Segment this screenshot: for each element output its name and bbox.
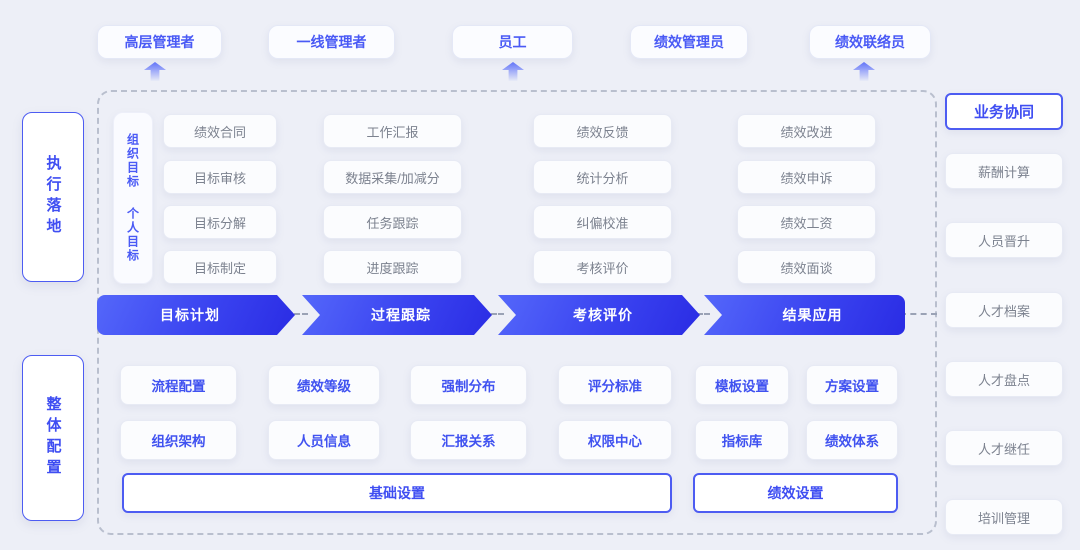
config-scheme-settings: 方案设置 <box>806 365 898 405</box>
role-chip-line-manager: 一线管理者 <box>268 25 395 59</box>
goal-label-box: 组织目标 个人目标 <box>113 112 153 284</box>
flow-stage-assessment: 考核评价 <box>498 295 700 335</box>
module-data-collection: 数据采集/加减分 <box>323 160 462 194</box>
role-chip-performance-admin: 绩效管理员 <box>630 25 748 59</box>
collab-item-talent-inventory: 人才盘点 <box>945 361 1063 397</box>
flow-stage-result-application: 结果应用 <box>704 295 905 335</box>
module-work-report: 工作汇报 <box>323 114 462 148</box>
config-forced-distribution: 强制分布 <box>410 365 527 405</box>
up-arrow-icon <box>502 62 524 81</box>
module-performance-pay: 绩效工资 <box>737 205 876 239</box>
side-label-overall-config: 整体配置 <box>22 355 84 521</box>
config-scoring-standard: 评分标准 <box>558 365 672 405</box>
module-task-tracking: 任务跟踪 <box>323 205 462 239</box>
module-goal-review: 目标审核 <box>163 160 277 194</box>
module-progress-tracking: 进度跟踪 <box>323 250 462 284</box>
config-template-settings: 模板设置 <box>695 365 789 405</box>
module-statistics-analysis: 统计分析 <box>533 160 672 194</box>
module-goal-setting: 目标制定 <box>163 250 277 284</box>
config-reporting-relation: 汇报关系 <box>410 420 527 460</box>
config-performance-system: 绩效体系 <box>806 420 898 460</box>
collab-header-business-collaboration: 业务协同 <box>945 93 1063 130</box>
config-permission-center: 权限中心 <box>558 420 672 460</box>
module-deviation-calibration: 纠偏校准 <box>533 205 672 239</box>
module-goal-decompose: 目标分解 <box>163 205 277 239</box>
up-arrow-icon <box>144 62 166 81</box>
role-chip-senior-manager: 高层管理者 <box>97 25 222 59</box>
config-org-structure: 组织架构 <box>120 420 237 460</box>
collab-item-talent-succession: 人才继任 <box>945 430 1063 466</box>
up-arrow-icon <box>853 62 875 81</box>
config-process-config: 流程配置 <box>120 365 237 405</box>
collab-item-talent-archive: 人才档案 <box>945 292 1063 328</box>
config-personnel-info: 人员信息 <box>268 420 380 460</box>
module-performance-interview: 绩效面谈 <box>737 250 876 284</box>
module-performance-contract: 绩效合同 <box>163 114 277 148</box>
footer-performance-settings: 绩效设置 <box>693 473 898 513</box>
flow-stage-process-tracking: 过程跟踪 <box>302 295 492 335</box>
config-indicator-library: 指标库 <box>695 420 789 460</box>
goal-label-org: 组织目标 <box>125 133 140 189</box>
collab-item-salary-calculation: 薪酬计算 <box>945 153 1063 189</box>
role-chip-performance-liaison: 绩效联络员 <box>809 25 931 59</box>
goal-label-personal: 个人目标 <box>125 207 140 263</box>
collab-item-training-management: 培训管理 <box>945 499 1063 535</box>
role-chip-employee: 员工 <box>452 25 573 59</box>
side-label-execution: 执行落地 <box>22 112 84 282</box>
flow-connector-dash <box>484 313 504 315</box>
flow-stage-goal-planning: 目标计划 <box>97 295 295 335</box>
module-performance-improvement: 绩效改进 <box>737 114 876 148</box>
module-assessment-evaluation: 考核评价 <box>533 250 672 284</box>
flow-connector-dash <box>900 313 937 315</box>
module-performance-feedback: 绩效反馈 <box>533 114 672 148</box>
flow-connector-dash <box>690 313 710 315</box>
collab-item-personnel-promotion: 人员晋升 <box>945 222 1063 258</box>
footer-basic-settings: 基础设置 <box>122 473 672 513</box>
config-performance-grade: 绩效等级 <box>268 365 380 405</box>
module-performance-appeal: 绩效申诉 <box>737 160 876 194</box>
flow-connector-dash <box>286 313 308 315</box>
